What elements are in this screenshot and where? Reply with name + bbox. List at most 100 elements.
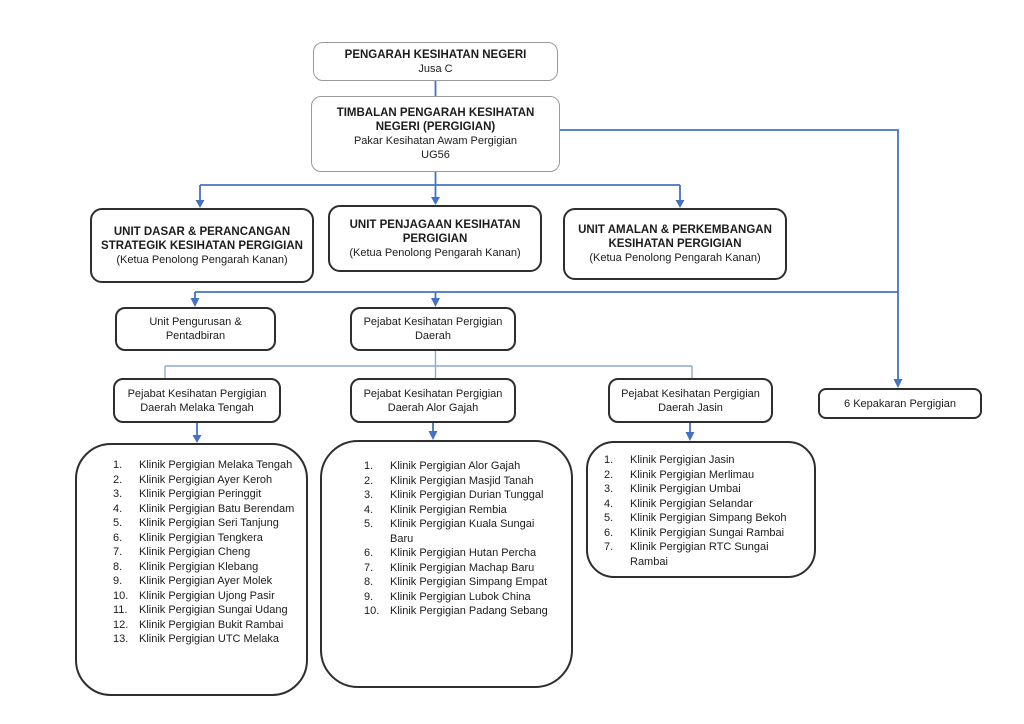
list-item-label: Klinik Pergigian Seri Tanjung [139,517,279,529]
list-item-label: Klinik Pergigian Machap Baru [390,561,535,574]
list-item-label: Klinik Pergigian Merlimau [630,468,755,481]
list-item-number: 7. [604,541,614,553]
list-item: 4. Klinik Pergigian Batu Berendam [113,502,296,517]
list-item: 10. Klinik Pergigian Padang Sebang [364,604,559,619]
node-title: Pejabat Kesihatan Pergigian Daerah Melak… [127,387,267,414]
list-item: 3. Klinik Pergigian Durian Tunggal [364,488,559,503]
node-title: Pejabat Kesihatan Pergigian Daerah Alor … [363,387,503,414]
list-item: 4. Klinik Pergigian Selandar [604,497,802,512]
list-item-label: Klinik Pergigian Simpang Empat [390,576,548,588]
list-item-label: Klinik Pergigian UTC Melaka [139,633,279,645]
node-pejabat-kesihatan-pergigian-daerah: Pejabat Kesihatan Pergigian Daerah [350,307,516,351]
list-item-number: 7. [113,546,123,558]
list-item-label: Klinik Pergigian Alor Gajah [390,460,521,472]
node-title: PENGARAH KESIHATAN NEGERI [344,48,527,61]
list-item-number: 6. [364,547,374,559]
list-item-label: Klinik Pergigian Padang Sebang [390,605,548,617]
list-item-number: 2. [364,474,374,487]
node-timbalan-pengarah: TIMBALAN PENGARAH KESIHATAN NEGERI (PERG… [311,96,560,172]
list-item-number: 6. [604,526,614,539]
node-role: (Ketua Penolong Pengarah Kanan) [349,246,521,259]
list-item-label: Klinik Pergigian Lubok China [390,590,531,603]
list-item-number: 1. [364,460,374,472]
list-item-number: 5. [113,517,123,529]
list-item-label: Klinik Pergigian RTC Sungai Rambai [630,541,769,568]
list-item: 1. Klinik Pergigian Alor Gajah [364,459,559,474]
node-unit-penjagaan: UNIT PENJAGAAN KESIHATAN PERGIGIAN (Ketu… [328,205,542,272]
list-item-number: 10. [364,605,380,617]
list-item-number: 4. [113,502,123,515]
list-item-label: Klinik Pergigian Ujong Pasir [139,589,275,602]
list-item-number: 4. [364,503,374,516]
node-pengarah-kesihatan-negeri: PENGARAH KESIHATAN NEGERI Jusa C [313,42,558,81]
node-title: UNIT PENJAGAAN KESIHATAN PERGIGIAN [349,218,521,245]
list-item: 4. Klinik Pergigian Rembia [364,503,559,518]
node-grade: Jusa C [418,62,453,75]
list-item-number: 12. [113,618,129,631]
node-unit-amalan-perkembangan: UNIT AMALAN & PERKEMBANGAN KESIHATAN PER… [563,208,787,280]
list-item-label: Klinik Pergigian Durian Tunggal [390,489,544,501]
list-item-label: Klinik Pergigian Hutan Percha [390,547,537,559]
list-item: 2. Klinik Pergigian Ayer Keroh [113,473,296,488]
list-item-label: Klinik Pergigian Tengkera [139,531,263,544]
node-daerah-jasin: Pejabat Kesihatan Pergigian Daerah Jasin [608,378,773,423]
list-item: 9. Klinik Pergigian Lubok China [364,590,559,605]
list-item-label: Klinik Pergigian Bukit Rambai [139,618,284,631]
list-item: 6. Klinik Pergigian Hutan Percha [364,546,559,561]
list-item: 5. Klinik Pergigian Seri Tanjung [113,516,296,531]
node-role: Pakar Kesihatan Awam Pergigian [353,135,518,147]
list-item: 13. Klinik Pergigian UTC Melaka [113,632,296,647]
list-item-number: 3. [364,489,374,501]
list-item: 10.Klinik Pergigian Ujong Pasir [113,589,296,604]
list-item: 9. Klinik Pergigian Ayer Molek [113,574,296,589]
node-title: UNIT DASAR & PERANCANGAN STRATEGIK KESIH… [101,225,303,252]
node-daerah-melaka-tengah: Pejabat Kesihatan Pergigian Daerah Melak… [113,378,281,423]
list-item-label: Klinik Pergigian Selandar [630,497,753,510]
list-item-number: 5. [604,512,614,524]
node-title: Unit Pengurusan & Pentadbiran [149,316,242,342]
clinic-list-melaka-tengah: 1. Klinik Pergigian Melaka Tengah 2. Klinik… [75,443,308,696]
node-unit-pengurusan: Unit Pengurusan & Pentadbiran [115,307,276,351]
node-daerah-alor-gajah: Pejabat Kesihatan Pergigian Daerah Alor … [350,378,516,423]
list-item-label: Klinik Pergigian Melaka Tengah [139,459,293,471]
node-role: (Ketua Penolong Pengarah Kanan) [589,252,761,264]
list-item-label: Klinik Pergigian Kuala Sungai Baru [390,518,535,545]
node-title: UNIT AMALAN & PERKEMBANGAN KESIHATAN PER… [578,224,772,250]
clinic-list-alor-gajah: 1. Klinik Pergigian Alor Gajah 2. Klinik Pe… [320,440,573,688]
list-item-label: Klinik Pergigian Sungai Udang [139,604,288,616]
list-item: 3.Klinik Pergigian Peringgit [113,487,296,502]
list-item: 5. Klinik Pergigian Simpang Bekoh [604,511,802,526]
list-item-label: Klinik Pergigian Rembia [390,503,507,516]
list-item-label: Klinik Pergigian Ayer Molek [139,575,273,587]
list-item-number: 6. [113,531,123,544]
node-kepakaran-pergigian: 6 Kepakaran Pergigian [818,388,982,419]
list-item-number: 8. [113,560,123,573]
list-item-number: 2. [604,468,614,481]
list-item-label: Klinik Pergigian Sungai Rambai [630,526,785,539]
list-item-number: 13. [113,633,129,645]
list-item-number: 2. [113,473,123,486]
list-item-number: 11. [113,604,128,616]
list-item: 6. Klinik Pergigian Sungai Rambai [604,526,802,541]
list-item-label: Klinik Pergigian Ayer Keroh [139,473,273,486]
list-item-number: 7. [364,561,374,574]
node-role: (Ketua Penolong Pengarah Kanan) [116,253,288,266]
list-item-number: 5. [364,518,374,530]
list-item-number: 1. [113,459,123,471]
list-item-number: 3. [604,483,614,495]
list-item-label: Klinik Pergigian Batu Berendam [139,502,295,515]
list-item-number: 4. [604,497,614,510]
node-title: 6 Kepakaran Pergigian [844,397,956,410]
list-item-label: Klinik Pergigian Klebang [139,560,259,573]
node-grade: UG56 [421,149,450,161]
list-item: 8.Klinik Pergigian Simpang Empat [364,575,559,590]
list-item-number: 9. [364,590,374,603]
list-item: 7. Klinik Pergigian RTC Sungai Rambai [604,540,802,569]
list-item-number: 9. [113,575,123,587]
list-item-label: Klinik Pergigian Peringgit [139,488,262,500]
list-item-label: Klinik Pergigian Cheng [139,546,251,558]
list-item-number: 1. [604,454,614,466]
node-title: Pejabat Kesihatan Pergigian Daerah Jasin [621,387,760,414]
list-item-label: Klinik Pergigian Simpang Bekoh [630,512,787,524]
